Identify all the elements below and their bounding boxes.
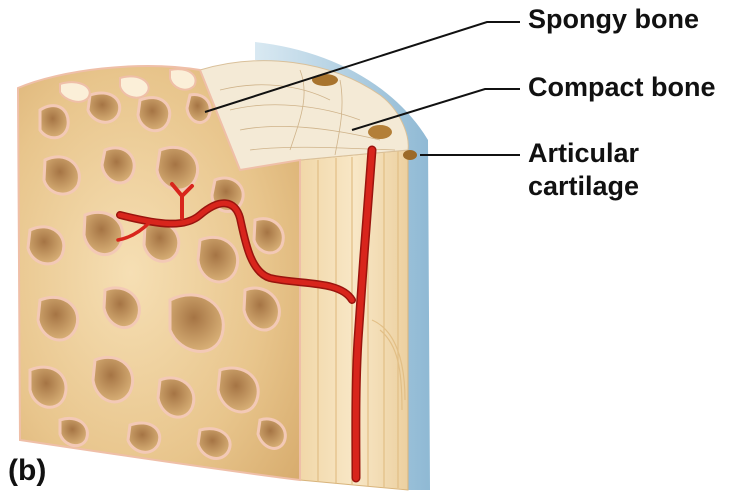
label-articular-cartilage-line1: Articular — [528, 138, 639, 169]
panel-label: (b) — [8, 454, 46, 488]
label-compact-bone: Compact bone — [528, 72, 716, 103]
osteon-canal — [368, 125, 392, 139]
osteon-canal — [403, 150, 417, 160]
label-spongy-bone: Spongy bone — [528, 4, 699, 35]
label-articular-cartilage-line2: cartilage — [528, 171, 639, 202]
